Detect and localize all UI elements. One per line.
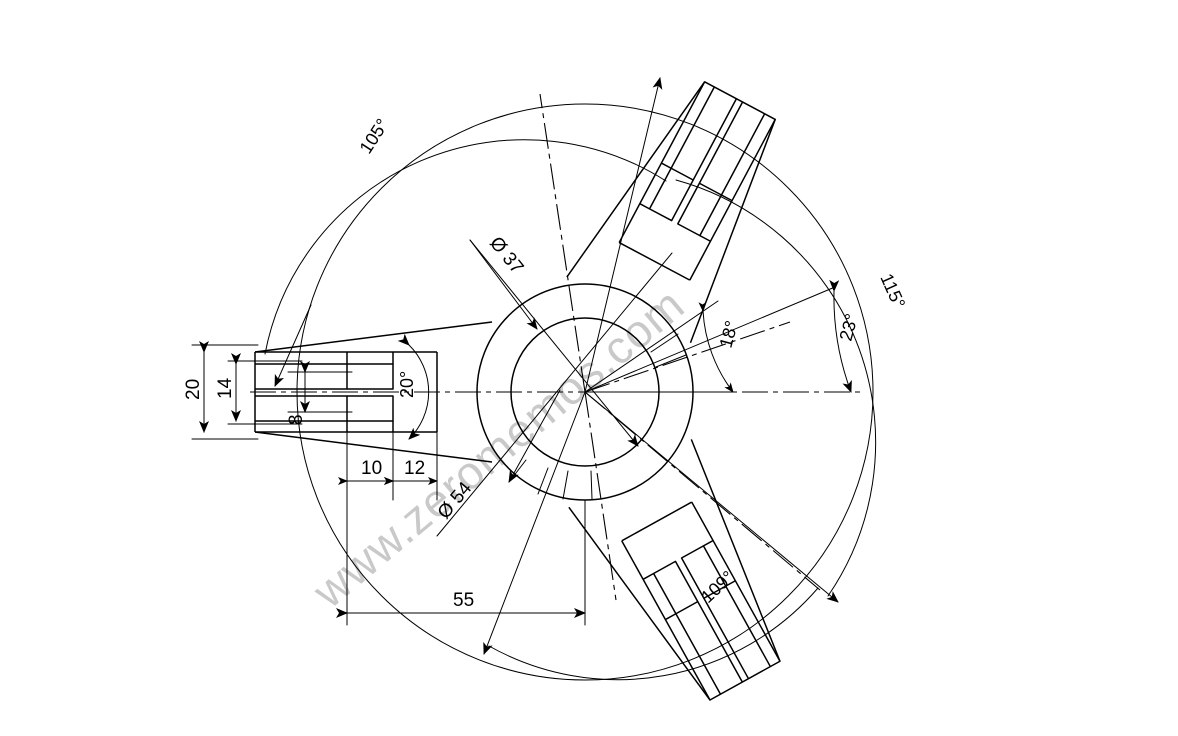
- horizontal-step-dimensions: 10 12: [338, 431, 438, 501]
- sector-leader-top: [584, 77, 663, 393]
- dia37-leader-arrow: [469, 239, 538, 330]
- angle-109-arc: [488, 587, 819, 681]
- slot-18deg-centreline: [584, 321, 791, 393]
- angle-115-label: 115°: [876, 270, 909, 311]
- sector-leader-lower-right: [584, 391, 839, 603]
- hub-radial-ticks: [508, 459, 593, 500]
- angle-105-label: 105°: [356, 115, 393, 157]
- dim-55-label: 55: [453, 590, 474, 611]
- dim-14-label: 14: [215, 377, 236, 399]
- angle-23-ext-a: [584, 286, 836, 393]
- dim-12-label: 12: [404, 458, 425, 479]
- dimension-55: 55: [336, 499, 586, 626]
- vertical-dimensions: 20 14 8: [183, 304, 353, 440]
- vertical-lower-centreline: [584, 391, 617, 601]
- dim-8-label: 8: [286, 414, 307, 425]
- angle-115-dimension: 115°: [675, 179, 909, 597]
- dia37-label: Ø 37: [485, 233, 527, 278]
- angle-18-arc: [698, 301, 734, 393]
- hub-radial-ticks-right: [650, 333, 687, 368]
- arm-leader-arrow: [274, 304, 312, 387]
- angle-23-arc: [829, 279, 852, 393]
- angle-18-ext-a: [584, 300, 719, 393]
- dim-20-label: 20: [183, 379, 204, 400]
- angle-23-label: 23°: [836, 312, 862, 343]
- angle-18-label: 18°: [716, 319, 742, 350]
- dim-10-label: 10: [361, 458, 382, 479]
- angle-115-arc: [675, 179, 877, 597]
- dia54-leader-arrow: [508, 389, 561, 483]
- lower-arm: [566, 81, 776, 344]
- dia37-leader-line: [469, 239, 639, 447]
- upper-arm: [568, 439, 781, 701]
- left-arm: [254, 321, 493, 463]
- dia54-leader-line: [436, 252, 673, 537]
- upper-arm-centreline: [539, 93, 586, 393]
- angle-105-dimension: 105°: [264, 115, 667, 355]
- angle-20-arc: [397, 333, 430, 440]
- angle-105-arc: [264, 139, 667, 355]
- angle-20-label: 20°: [397, 371, 417, 398]
- angle-20-dimension: 20°: [397, 333, 430, 440]
